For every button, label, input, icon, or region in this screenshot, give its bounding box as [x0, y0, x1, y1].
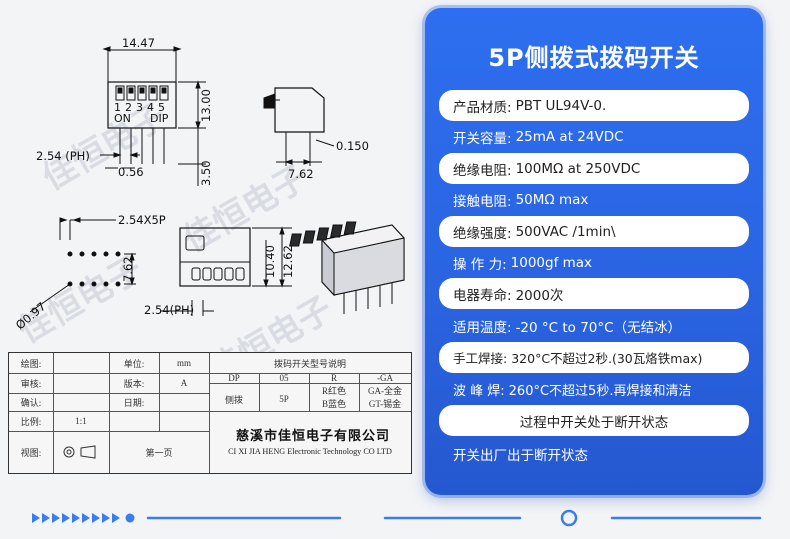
spec-label: 绝缘电阻:: [453, 162, 512, 179]
dim-width-top: 14.47: [122, 36, 155, 50]
spec-label: 开关容量:: [453, 130, 512, 147]
dim-height-b: 12.62: [281, 245, 295, 278]
spec-row-factory-note: 开关出厂出于断开状态: [439, 438, 749, 469]
tb-confirm-label: 确认:: [20, 397, 42, 408]
dim-pin-length: 3.50: [199, 160, 213, 186]
tb-page-label: 第一页: [145, 447, 173, 458]
spec-label: 适用温度:: [453, 319, 512, 336]
tb-model-desc: B蓝色: [321, 398, 346, 409]
spec-label: 手工焊接:: [453, 351, 508, 366]
spec-value: 1000gf max: [510, 254, 593, 271]
switch-number-2: 2: [125, 101, 132, 114]
tb-version-label: 版本:: [123, 378, 145, 389]
tb-model-part: R: [330, 373, 337, 383]
dim-height-top: 13.00: [199, 89, 213, 122]
spec-label: 电器寿命:: [453, 287, 512, 304]
spec-value: 50MΩ max: [515, 191, 589, 208]
dim-pitch-5p: 2.54X5P: [118, 213, 166, 227]
spec-row-insulation-resistance: 绝缘电阻: 100MΩ at 250VDC: [439, 153, 749, 184]
bottom-decoration: [32, 509, 762, 527]
tb-model-header: 拨码开关型号说明: [273, 358, 346, 369]
switch-number-5: 5: [158, 101, 165, 114]
tb-scale-label: 比例:: [20, 416, 42, 427]
drawing-title-block: 绘图: 审核: 确认: 比例: 1:1 视图: 单位: mm 版本: A 日期:…: [8, 352, 412, 474]
spec-row-insulation-strength: 绝缘强度: 500VAC /1min\: [439, 216, 749, 247]
spec-value: 25mA at 24VDC: [515, 128, 624, 145]
tb-model-part: -GA: [377, 373, 393, 383]
spec-row-temperature: 适用温度: -20 °C to 70°C（无结冰）: [439, 310, 749, 341]
tb-model-part: 05: [279, 373, 289, 383]
spec-row-process-note: 过程中开关处于断开状态: [439, 405, 749, 436]
dim-row-spacing: 7.62: [121, 256, 135, 282]
card-title: 5P侧拨式拨码开关: [488, 44, 700, 72]
spec-row-hand-soldering: 手工焊接: 320°C不超过2秒.(30瓦烙铁max): [439, 342, 749, 373]
tb-date-label: 日期:: [123, 397, 145, 408]
projection-symbol-icon: [53, 431, 109, 473]
company-name: 慈溪市佳恒电子有限公司: [235, 429, 390, 444]
dim-side-width: 7.62: [288, 167, 314, 181]
spec-value: 2000次: [515, 287, 564, 304]
spec-value: 260°C不超过5秒.再焊接和清洁: [508, 384, 692, 399]
spec-row-operating-force: 操 作 力: 1000gf max: [439, 247, 749, 278]
tb-model-desc: 侧拨: [224, 394, 243, 405]
tb-version-value: A: [180, 378, 188, 388]
tb-draw-label: 绘图:: [20, 358, 42, 369]
arrow-right-icon: [32, 513, 120, 523]
switch-label-dip: DIP: [150, 112, 169, 125]
tb-view-label: 视图:: [20, 447, 42, 458]
technical-drawing: 佳恒电子 佳恒电子 佳恒电子 佳恒电子: [12, 36, 405, 391]
spec-value: -20 °C to 70°C（无结冰）: [515, 319, 682, 336]
spec-value: PBT UL94V-0.: [515, 97, 607, 114]
spec-value: 开关出厂出于断开状态: [453, 447, 588, 464]
spec-label: 操 作 力:: [453, 256, 507, 273]
tb-scale-value: 1:1: [75, 416, 87, 426]
tb-model-desc: GA-全金: [368, 385, 402, 396]
spec-value: 320°C不超过2秒.(30瓦烙铁max): [511, 351, 703, 366]
dim-height-a: 10.40: [263, 245, 277, 278]
tb-unit-value: mm: [176, 358, 191, 368]
spec-row-material: 产品材质: PBT UL94V-0.: [439, 90, 749, 121]
tb-model-desc: 5P: [279, 394, 289, 404]
dim-pitch-top: 2.54 (PH): [36, 149, 90, 163]
spec-row-capacity: 开关容量: 25mA at 24VDC: [439, 121, 749, 152]
spec-value: 过程中开关处于断开状态: [519, 414, 669, 431]
spec-row-electrical-life: 电器寿命: 2000次: [439, 278, 749, 309]
switch-label-on: ON: [114, 112, 131, 125]
dim-pitch-bottom: 2.54(PH): [144, 303, 194, 317]
spec-label: 接触电阻:: [453, 193, 512, 210]
spec-value: 100MΩ at 250VDC: [515, 160, 641, 177]
switch-number-1: 1: [114, 101, 121, 114]
dim-side-offset: 0.150: [336, 139, 369, 153]
tb-unit-label: 单位:: [123, 358, 145, 369]
spec-card: 5P侧拨式拨码开关 产品材质: PBT UL94V-0. 开关容量: 25mA …: [425, 8, 763, 495]
switch-number-3: 3: [136, 101, 143, 114]
dim-pin-width: 0.56: [118, 165, 144, 179]
dot-icon: [125, 513, 135, 523]
tb-model-desc: R红色: [321, 385, 346, 396]
spec-row-contact-resistance: 接触电阻: 50MΩ max: [439, 184, 749, 215]
circle-ring-icon: [560, 509, 578, 527]
company-name-en: CI XI JIA HENG Electronic Technology CO …: [228, 447, 392, 456]
tb-model-part: DP: [228, 373, 240, 383]
spec-label: 产品材质:: [453, 99, 512, 116]
spec-label: 绝缘强度:: [453, 225, 512, 242]
tb-model-desc: GT-锡金: [368, 398, 402, 409]
switch-number-4: 4: [147, 101, 154, 114]
spec-value: 500VAC /1min\: [515, 223, 616, 240]
spec-label: 波 峰 焊:: [453, 384, 505, 399]
tb-check-label: 审核:: [20, 378, 42, 389]
spec-row-wave-soldering: 波 峰 焊: 260°C不超过5秒.再焊接和清洁: [439, 374, 749, 405]
